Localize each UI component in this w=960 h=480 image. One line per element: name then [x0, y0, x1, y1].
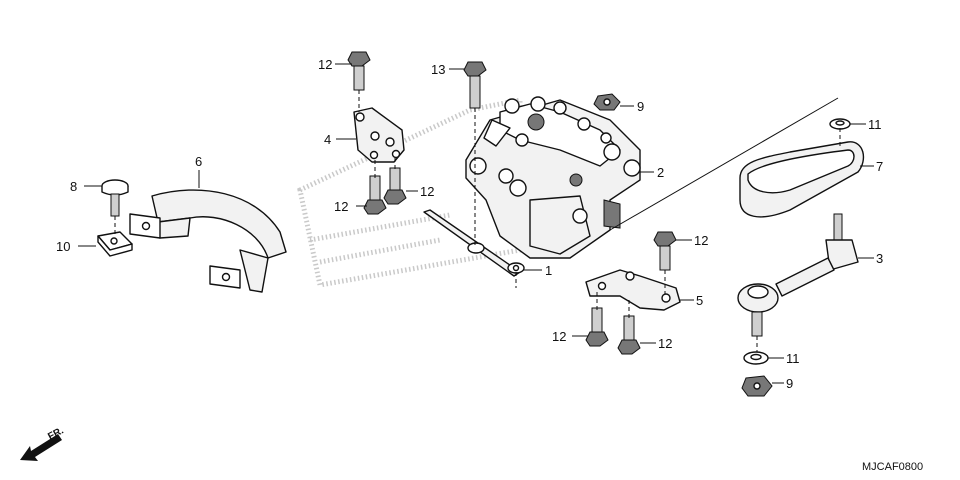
callout-11-bottom: 11 [786, 351, 800, 366]
callout-6: 6 [195, 154, 202, 169]
bolt-part-12-right [653, 231, 677, 271]
callout-12-lower-b: 12 [658, 336, 672, 351]
clip-nut-part-10 [97, 231, 133, 257]
callout-12-left-a: 12 [334, 199, 348, 214]
diagram-code: MJCAF0800 [862, 461, 923, 473]
watermark [297, 96, 523, 288]
bracket-part-4 [353, 107, 405, 163]
cover-part-6 [129, 189, 287, 293]
callout-12-top: 12 [318, 57, 332, 72]
callout-12-lower-a: 12 [552, 329, 566, 344]
callout-13: 13 [431, 62, 445, 77]
nut-part-9-top [593, 93, 621, 111]
callout-labels: 12 4 12 12 13 9 2 1 12 5 12 12 11 7 3 11… [56, 57, 883, 391]
callout-4: 4 [324, 132, 331, 147]
bolt-part-13 [463, 61, 487, 109]
callout-10: 10 [56, 239, 70, 254]
callout-8: 8 [70, 179, 77, 194]
nut-part-9-bottom [741, 375, 773, 397]
main-housing-part-2 [465, 96, 641, 259]
callout-12-right: 12 [694, 233, 708, 248]
washer-part-11-bottom [743, 351, 769, 365]
callout-5: 5 [696, 293, 703, 308]
center-lines [114, 90, 841, 352]
leader-lines [78, 63, 874, 384]
direction-label: FR. [46, 425, 66, 442]
callout-9-top: 9 [637, 99, 644, 114]
callout-11-top: 11 [868, 117, 882, 132]
front-direction-arrow: FR. [20, 425, 66, 461]
rod-part-1 [423, 209, 525, 277]
callout-7: 7 [876, 159, 883, 174]
link-arm-part-7 [739, 141, 865, 218]
bolt-part-8 [101, 179, 129, 217]
callout-12-left-b: 12 [420, 184, 434, 199]
callout-3: 3 [876, 251, 883, 266]
callout-9-bottom: 9 [786, 376, 793, 391]
washer-part-11-top [829, 118, 851, 130]
callout-2: 2 [657, 165, 664, 180]
callout-1: 1 [545, 263, 552, 278]
bracket-part-5 [585, 269, 681, 311]
bolt-part-12-lower-pair [585, 307, 641, 355]
bolt-part-12-top [347, 51, 371, 91]
bolt-part-12-left-pair [363, 167, 407, 215]
tie-rod-part-3 [737, 213, 859, 337]
